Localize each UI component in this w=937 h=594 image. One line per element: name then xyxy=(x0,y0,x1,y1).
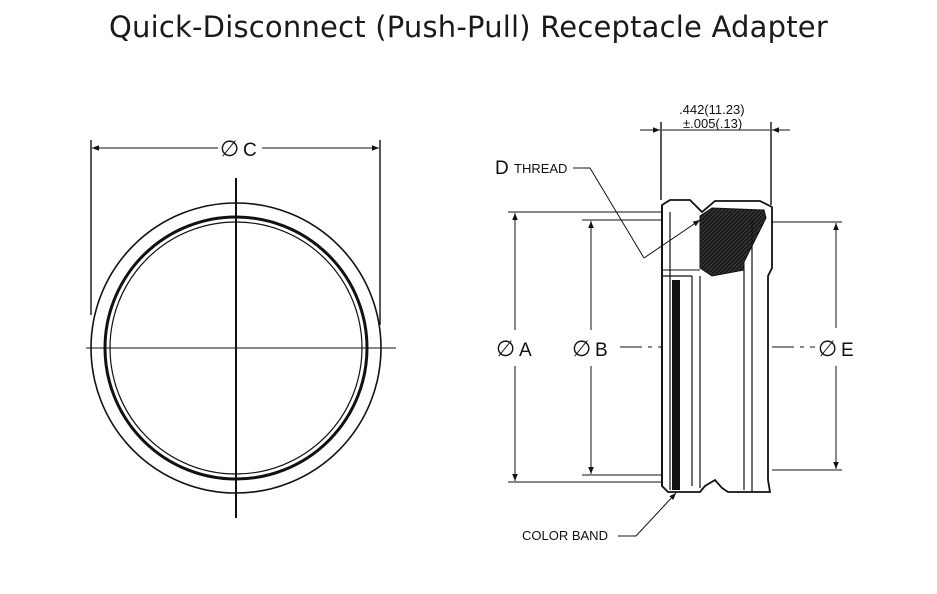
diameter-symbol: ∅ xyxy=(220,136,239,161)
diameter-symbol: ∅ xyxy=(496,336,515,361)
front-view xyxy=(86,140,396,518)
dim-e-label: ∅ E xyxy=(818,336,854,361)
dim-b-text: B xyxy=(595,340,608,361)
thread-label: D THREAD xyxy=(495,158,567,179)
side-view xyxy=(508,122,842,537)
diagram-title: Quick-Disconnect (Push-Pull) Receptacle … xyxy=(109,10,828,44)
dim-e-text: E xyxy=(841,340,854,361)
thread-leader xyxy=(573,167,645,259)
dim-tolerance-text: ±.005(.13) xyxy=(683,116,742,131)
color-band xyxy=(672,280,680,490)
thread-section xyxy=(699,207,767,277)
dim-a-text: A xyxy=(519,340,532,361)
dim-b-label: ∅ B xyxy=(572,336,608,361)
diameter-symbol: ∅ xyxy=(572,336,591,361)
diameter-symbol: ∅ xyxy=(818,336,837,361)
dim-c-text: C xyxy=(243,140,257,161)
dim-a-label: ∅ A xyxy=(496,336,532,361)
color-band-leader xyxy=(618,492,677,537)
thread-leader-arrow xyxy=(643,219,701,259)
color-band-label: COLOR BAND xyxy=(522,528,608,543)
thread-text: THREAD xyxy=(514,161,567,176)
dim-c-label: ∅ C xyxy=(220,136,257,161)
dim-width-text: .442(11.23) xyxy=(679,102,745,117)
dim-d-text: D xyxy=(495,158,509,179)
